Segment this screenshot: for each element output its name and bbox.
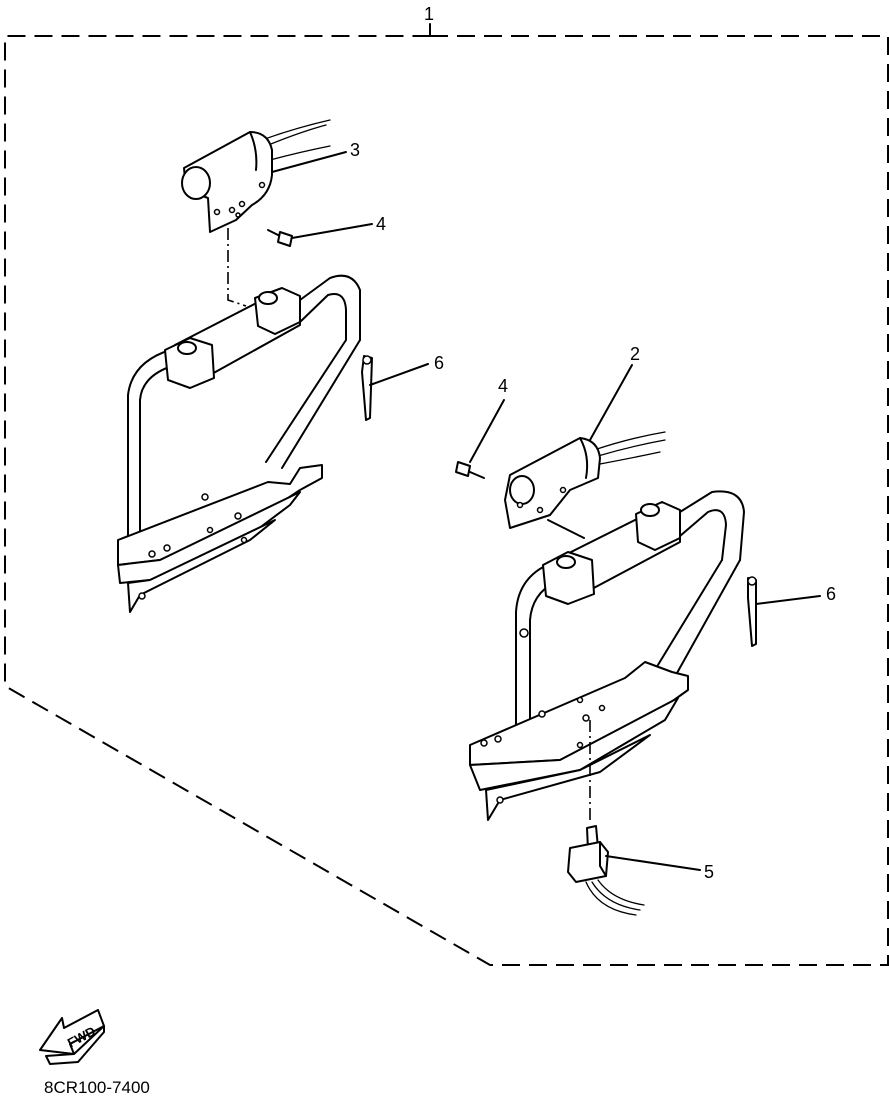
label-left-cover: 3	[350, 140, 360, 160]
left-assembly	[117, 119, 373, 613]
label-pin-right: 6	[826, 584, 836, 604]
leader-right-cover	[589, 364, 633, 441]
kit-boundary	[4, 35, 889, 966]
left-cover	[181, 119, 331, 233]
leader-screw-left	[291, 223, 373, 239]
left-handle-bar	[127, 274, 361, 541]
right-handle-bar	[515, 490, 745, 753]
right-alignment-line	[547, 519, 585, 539]
leader-pin-left	[369, 363, 429, 386]
right-cover	[504, 431, 666, 529]
label-pin-left: 6	[434, 353, 444, 373]
fwd-arrow-icon: FWD	[39, 1009, 105, 1065]
leader-left-cover	[271, 151, 347, 173]
leader-screw-right	[469, 399, 505, 463]
label-right-cover: 2	[630, 344, 640, 364]
left-base-plate	[117, 464, 323, 613]
right-cotter-pin	[747, 576, 757, 647]
left-screw	[267, 229, 293, 247]
label-kit: 1	[424, 4, 434, 24]
switch	[567, 825, 645, 916]
right-base-plate	[469, 661, 689, 821]
leader-pin-right	[755, 595, 821, 605]
right-screw	[455, 461, 485, 479]
label-switch: 5	[704, 862, 714, 882]
right-assembly	[455, 431, 757, 916]
leader-switch	[605, 855, 701, 871]
drawing-code: 8CR100-7400	[44, 1078, 150, 1097]
label-screw-left: 4	[376, 214, 386, 234]
left-cotter-pin	[361, 355, 373, 421]
left-alignment-line	[227, 228, 247, 307]
label-screw-right: 4	[498, 376, 508, 396]
